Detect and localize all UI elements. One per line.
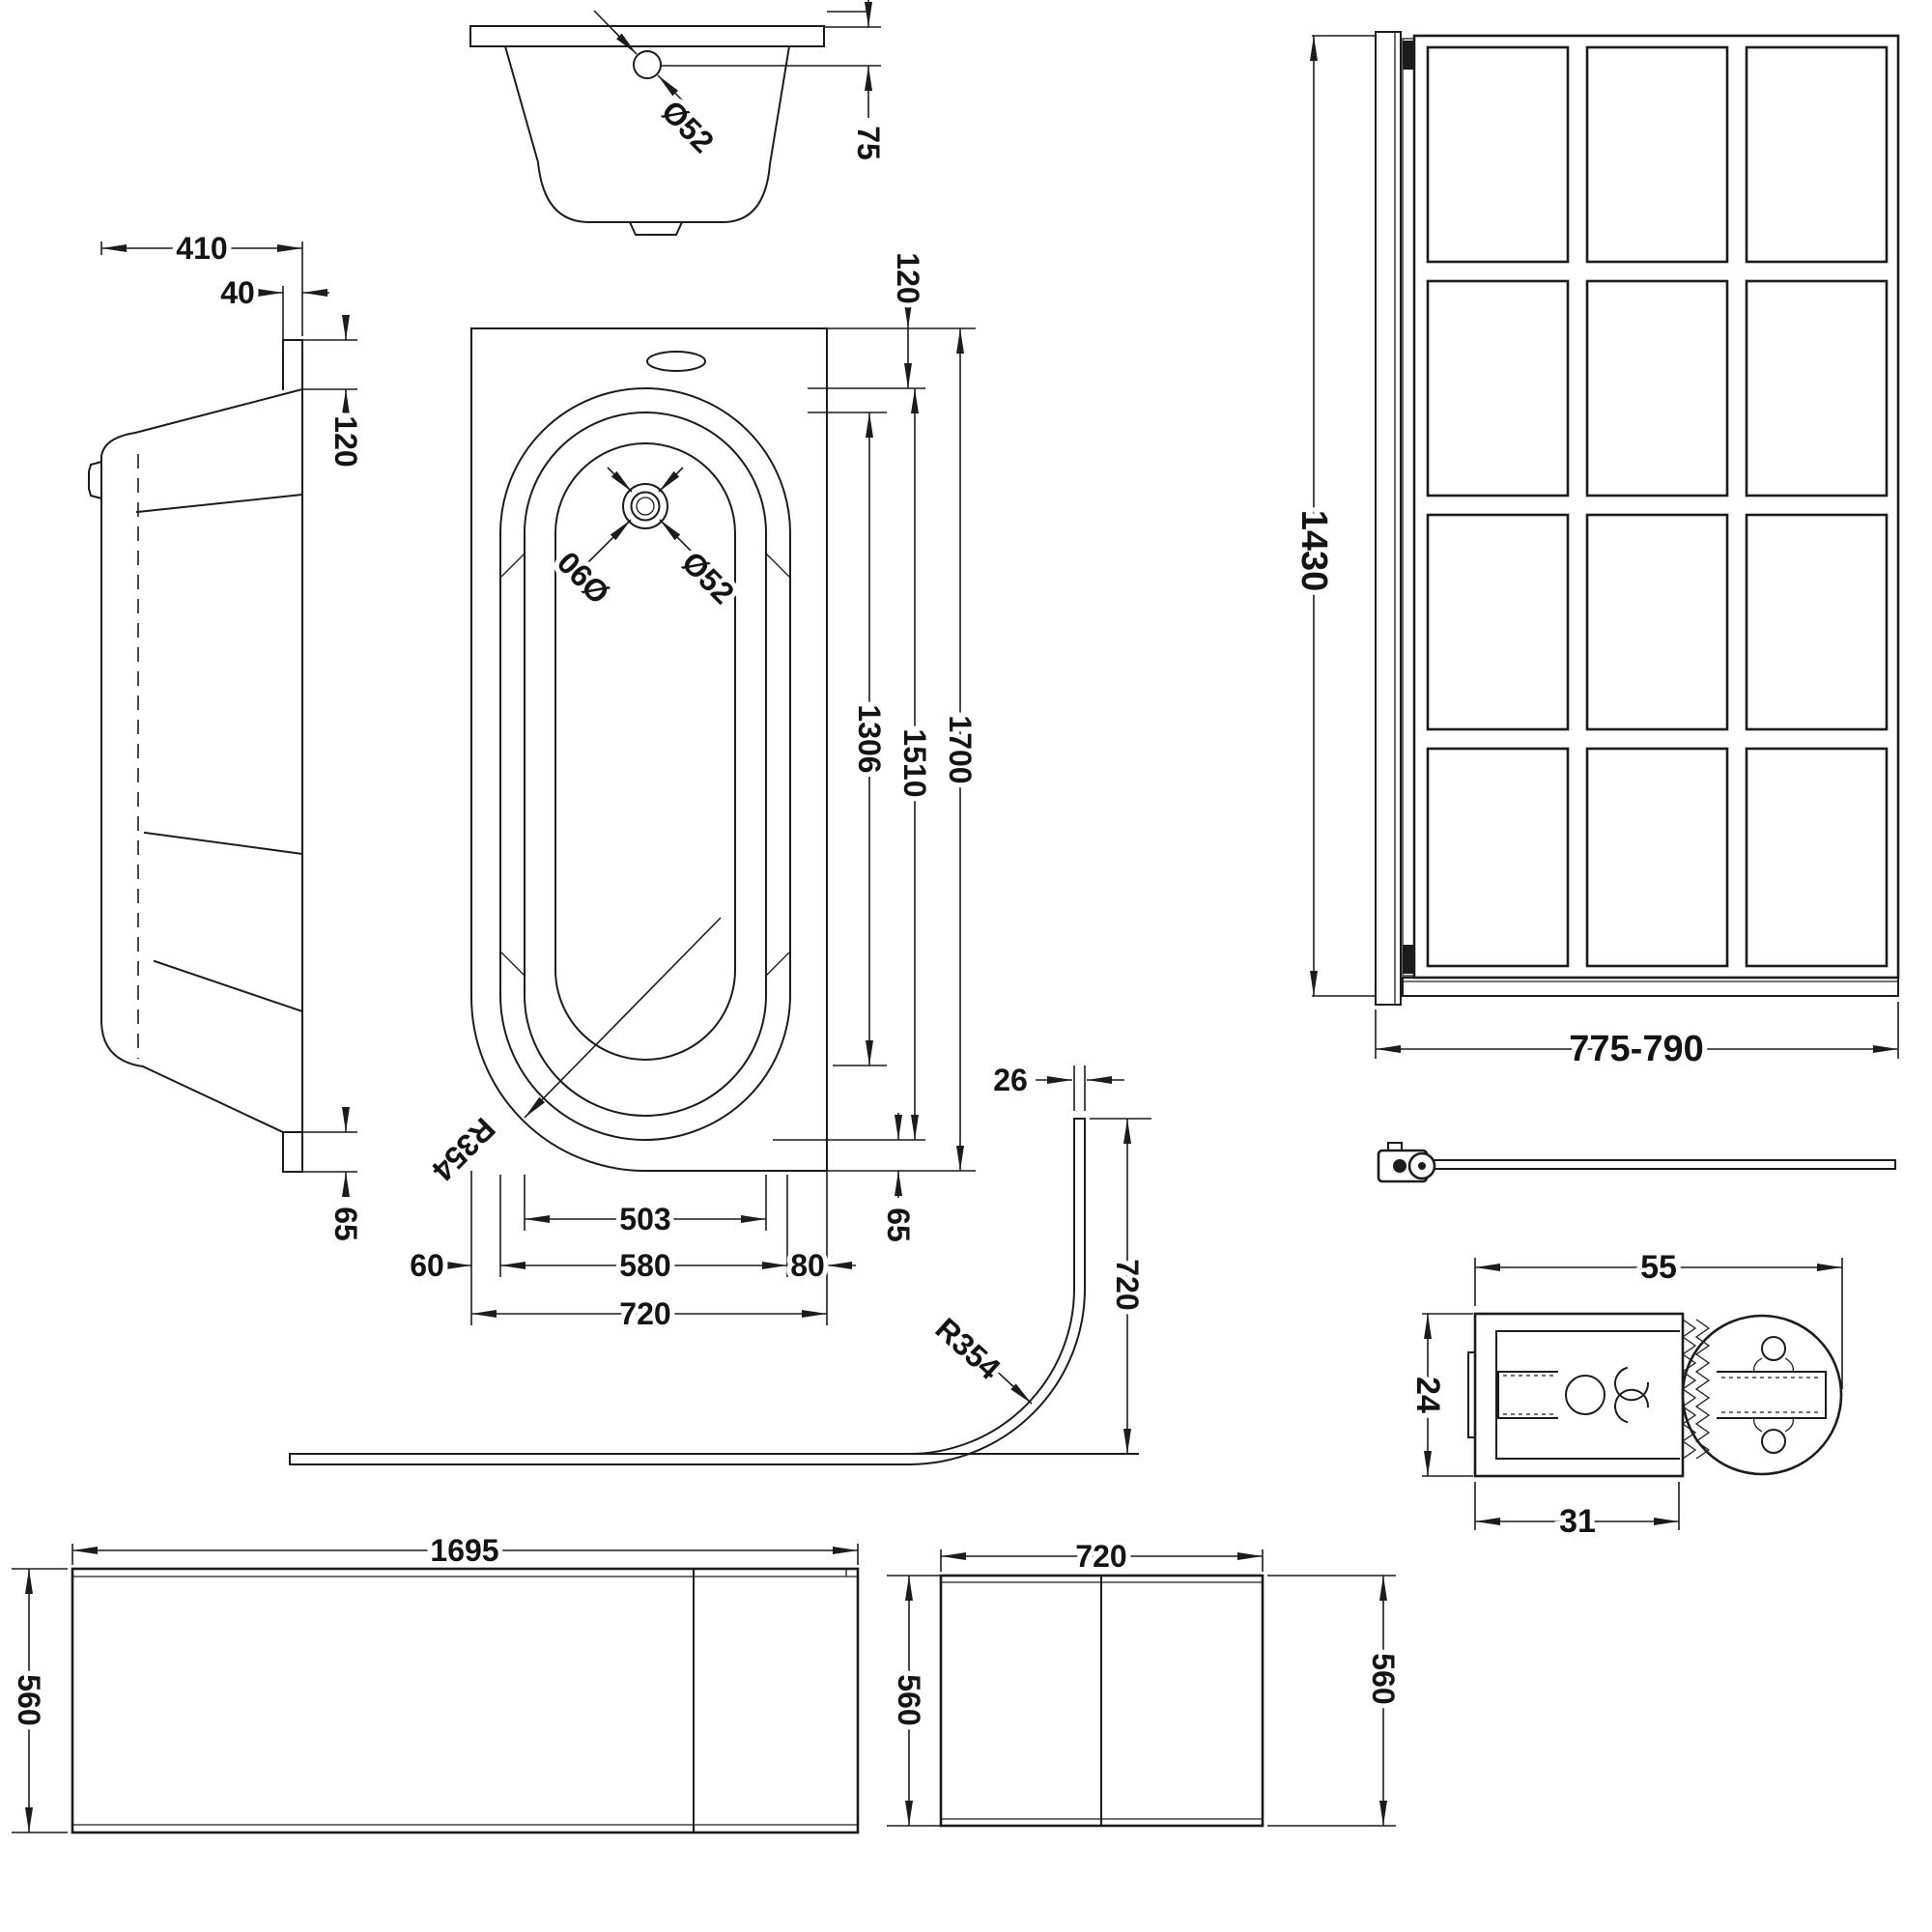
dim-front-panel-height: 560 xyxy=(12,1674,46,1725)
dim-plan-width-floor: 503 xyxy=(619,1202,670,1236)
end-panel-view: 560 720 560 xyxy=(887,1534,1406,1828)
dim-plan-corner-radius: R354 xyxy=(425,1111,502,1188)
dim-plan-length-floor: 1306 xyxy=(852,704,887,773)
bath-side-view: 410 40 120 65 xyxy=(88,226,368,1246)
screen-wall-profile xyxy=(1375,31,1402,1006)
dim-end-panel-height-left: 560 xyxy=(892,1674,926,1725)
dim-plan-deck-end: 120 xyxy=(891,252,925,303)
dim-plan-edge-left: 60 xyxy=(410,1248,444,1283)
dim-curved-panel-radius: R354 xyxy=(929,1311,1008,1386)
frame-profile-section-view: 55 24 31 xyxy=(1405,1244,1843,1545)
dim-section-rim-height: 75 xyxy=(851,126,886,160)
dim-screen-height: 1430 xyxy=(1293,510,1334,592)
dim-plan-waste-dia: Ø52 xyxy=(675,545,741,611)
dim-profile-depth: 24 xyxy=(1409,1377,1446,1413)
dim-end-panel-height-right: 560 xyxy=(1366,1653,1401,1704)
dim-plan-width-tub: 580 xyxy=(619,1248,670,1283)
dim-front-panel-length: 1695 xyxy=(430,1533,498,1568)
screen-glass-frame xyxy=(1412,34,1900,980)
dim-section-overflow-dia: Ø52 xyxy=(655,94,721,159)
dim-side-foot-height: 65 xyxy=(328,1207,363,1241)
front-panel-view: 1695 560 xyxy=(7,1528,860,1834)
shower-screen-top-view xyxy=(1377,1142,1896,1183)
bath-end-section-view: Ø52 75 xyxy=(469,0,891,236)
dim-plan-length-overall: 1700 xyxy=(943,715,978,783)
shower-screen-front-view: 1430 775-790 xyxy=(1289,31,1900,1074)
dim-plan-foot-end: 65 xyxy=(881,1208,916,1242)
dim-side-bracket-width: 40 xyxy=(220,275,255,310)
screen-hinge-strip xyxy=(1402,38,1415,977)
dim-end-panel-width: 720 xyxy=(1075,1539,1126,1574)
dim-plan-length-tub: 1510 xyxy=(897,728,932,797)
dim-side-depth: 410 xyxy=(176,231,227,266)
dim-plan-edge-right: 80 xyxy=(790,1248,825,1283)
dim-plan-waste-outer-dia: Ø90 xyxy=(551,545,616,611)
dim-plan-width-overall: 720 xyxy=(619,1296,670,1331)
dim-curved-panel-thickness: 26 xyxy=(993,1063,1028,1097)
screen-grid-panes xyxy=(1426,45,1889,968)
dim-profile-channel-width: 31 xyxy=(1559,1503,1596,1540)
dim-screen-width-range: 775-790 xyxy=(1569,1029,1703,1069)
dim-curved-panel-height: 720 xyxy=(1110,1259,1145,1310)
dim-profile-width: 55 xyxy=(1640,1249,1677,1286)
dim-side-bracket-height: 120 xyxy=(328,415,363,467)
screen-bottom-rail xyxy=(1402,977,1899,997)
bath-plan-view: Ø52 Ø90 R354 120 1306 1510 1700 65 xyxy=(405,247,982,1336)
